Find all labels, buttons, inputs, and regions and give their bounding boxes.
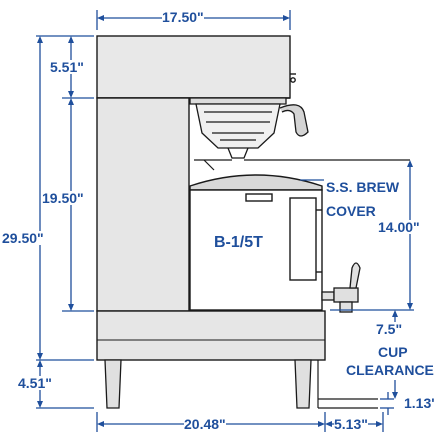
dim-leg-height: 4.51"	[18, 375, 52, 391]
dim-total-height: 29.50"	[2, 230, 44, 246]
dim-top-width: 17.50"	[162, 9, 204, 25]
dim-faucet-height: 1.13'	[404, 395, 435, 411]
label-brew-cover-line2: COVER	[326, 203, 376, 219]
dim-top-height: 5.51"	[50, 59, 84, 75]
dim-mid-height: 19.50"	[42, 190, 84, 206]
dim-cup-clearance: 7.5"	[376, 321, 403, 337]
server-body	[189, 174, 323, 311]
server-label-slot	[245, 193, 273, 202]
label-model: B-1/5T	[214, 234, 263, 251]
brewer-legs	[104, 359, 312, 409]
brew-funnel	[189, 97, 309, 159]
dim-base-width: 20.48"	[184, 416, 226, 432]
brewer-top-housing	[96, 35, 291, 99]
sight-gauge	[289, 197, 317, 281]
brewer-base	[96, 310, 326, 361]
dim-faucet-depth: 5.13"	[334, 416, 368, 432]
label-cup-line1: CUP	[378, 344, 408, 360]
faucet-icon	[321, 262, 361, 313]
funnel-support	[194, 159, 410, 171]
dim-server-height: 14.00"	[378, 219, 420, 235]
label-brew-cover-line1: S.S. BREW	[326, 179, 400, 195]
label-cup-line2: CLEARANCE	[346, 362, 434, 378]
brewer-body-column	[96, 97, 190, 312]
